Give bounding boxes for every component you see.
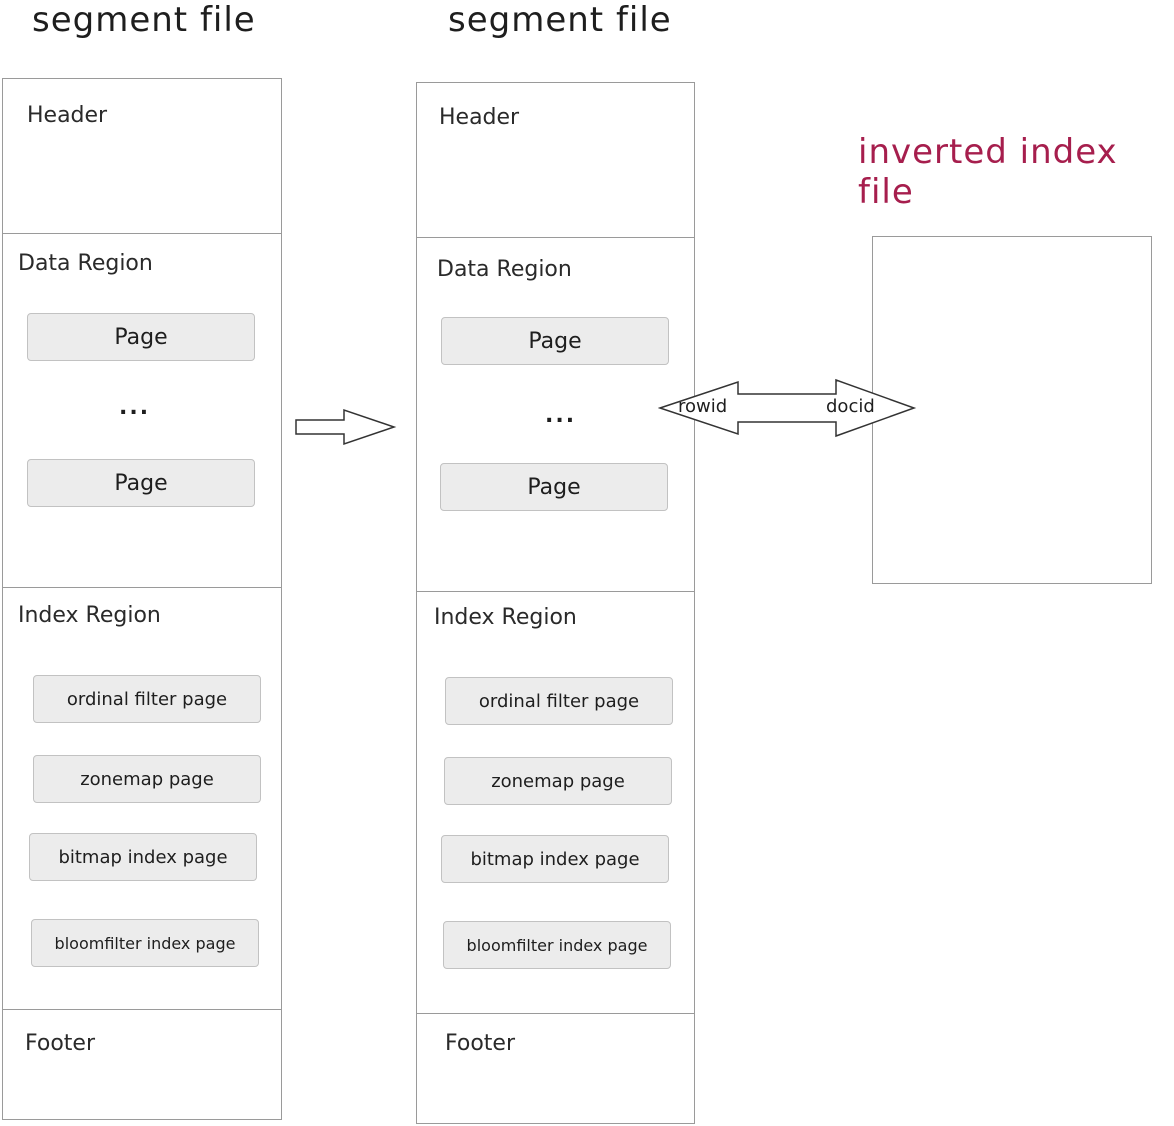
ordinal-filter-page-box: ordinal filter page <box>445 677 673 725</box>
zonemap-page-box: zonemap page <box>33 755 261 803</box>
ellipsis: ... <box>545 403 577 428</box>
divider <box>3 587 281 588</box>
double-arrow-icon <box>658 378 917 438</box>
right-arrow-icon <box>295 408 397 446</box>
divider <box>3 1009 281 1010</box>
bloomfilter-index-page-box: bloomfilter index page <box>443 921 671 969</box>
ordinal-filter-page-box: ordinal filter page <box>33 675 261 723</box>
divider <box>417 591 694 592</box>
rowid-label: rowid <box>678 396 728 417</box>
zonemap-page-box: zonemap page <box>444 757 672 805</box>
index-region-label: Index Region <box>434 605 577 630</box>
footer-label: Footer <box>445 1031 515 1056</box>
ellipsis: ... <box>119 395 151 420</box>
data-region-label: Data Region <box>437 257 572 282</box>
inverted-index-file-box <box>872 236 1152 584</box>
page-box: Page <box>27 459 255 507</box>
bitmap-index-page-box: bitmap index page <box>441 835 669 883</box>
bloomfilter-index-page-box: bloomfilter index page <box>31 919 259 967</box>
title-inverted-index-file: inverted index file <box>858 132 1118 212</box>
divider <box>417 237 694 238</box>
page-box: Page <box>27 313 255 361</box>
title-middle-segment-file: segment file <box>448 0 672 40</box>
index-region-label: Index Region <box>18 603 161 628</box>
docid-label: docid <box>826 396 875 417</box>
bitmap-index-page-box: bitmap index page <box>29 833 257 881</box>
header-label: Header <box>27 103 108 128</box>
divider <box>3 233 281 234</box>
segment-file-middle: Header Data Region Page ... Page Index R… <box>416 82 695 1124</box>
data-region-label: Data Region <box>18 251 153 276</box>
page-box: Page <box>440 463 668 511</box>
header-label: Header <box>439 105 520 130</box>
footer-label: Footer <box>25 1031 95 1056</box>
title-left-segment-file: segment file <box>32 0 256 40</box>
divider <box>417 1013 694 1014</box>
page-box: Page <box>441 317 669 365</box>
segment-file-left: Header Data Region Page ... Page Index R… <box>2 78 282 1120</box>
